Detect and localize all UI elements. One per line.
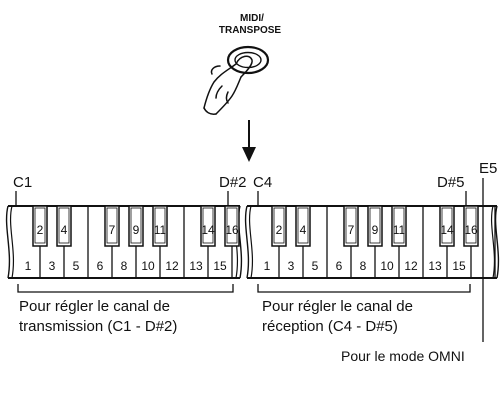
white-key-number: 5 (73, 259, 80, 273)
black-key-number: 16 (225, 223, 239, 237)
pressing-hand-icon (203, 55, 253, 115)
left-caption-line1: Pour régler le canal de (19, 298, 170, 315)
right-range-bracket (257, 284, 471, 293)
black-key (200, 205, 216, 247)
white-key-number: 6 (336, 259, 343, 273)
black-key (128, 205, 144, 247)
black-key-number: 7 (109, 223, 116, 237)
right-caption-line1: Pour régler le canal de (262, 298, 413, 315)
left-start-label: C1 (13, 174, 32, 191)
black-key (104, 205, 120, 247)
white-key-number: 8 (121, 259, 128, 273)
black-key-number: 11 (393, 223, 406, 237)
black-key-number: 2 (276, 223, 283, 237)
down-arrow-icon (242, 120, 256, 162)
white-key-number: 5 (312, 259, 319, 273)
black-key-number: 2 (37, 223, 44, 237)
white-key-number: 12 (404, 259, 418, 273)
button-label-line1: MIDI/ (240, 13, 264, 24)
white-key-number: 15 (452, 259, 466, 273)
white-key-number: 1 (25, 259, 32, 273)
white-key-number: 8 (360, 259, 367, 273)
black-key (439, 205, 455, 247)
white-key-number: 6 (97, 259, 104, 273)
black-key-number: 14 (440, 223, 454, 237)
white-key-number: 13 (428, 259, 442, 273)
black-key-number: 4 (61, 223, 68, 237)
black-key-number: 9 (133, 223, 140, 237)
white-key-number: 10 (141, 259, 155, 273)
black-key (391, 205, 407, 247)
white-key-number: 1 (264, 259, 271, 273)
black-key (343, 205, 359, 247)
black-key (32, 205, 48, 247)
white-key-number: 12 (165, 259, 179, 273)
button-label-line2: TRANSPOSE (219, 25, 282, 36)
white-key-number: 10 (380, 259, 394, 273)
black-key-number: 7 (348, 223, 355, 237)
e5-label: E5 (479, 160, 497, 177)
white-key-number: 3 (288, 259, 295, 273)
white-key-number: 15 (213, 259, 227, 273)
right-start-label: C4 (253, 174, 272, 191)
black-key-number: 9 (372, 223, 379, 237)
left-range-bracket (17, 284, 234, 293)
black-key (56, 205, 72, 247)
black-key (463, 205, 479, 247)
black-key-number: 16 (464, 223, 478, 237)
black-key-number: 4 (300, 223, 307, 237)
black-key (295, 205, 311, 247)
white-key-number: 13 (189, 259, 203, 273)
white-key-number: 3 (49, 259, 56, 273)
omni-mode-label: Pour le mode OMNI (341, 348, 465, 364)
left-end-label: D#2 (219, 174, 247, 191)
right-caption-line2: réception (C4 - D#5) (262, 318, 398, 335)
black-key-number: 11 (154, 223, 167, 237)
black-key (271, 205, 287, 247)
black-key (367, 205, 383, 247)
left-caption-line2: transmission (C1 - D#2) (19, 318, 177, 335)
black-key-number: 14 (201, 223, 215, 237)
midi-transpose-button[interactable] (226, 45, 270, 75)
right-end-label: D#5 (437, 174, 465, 191)
black-key (152, 205, 168, 247)
black-key (224, 205, 240, 247)
